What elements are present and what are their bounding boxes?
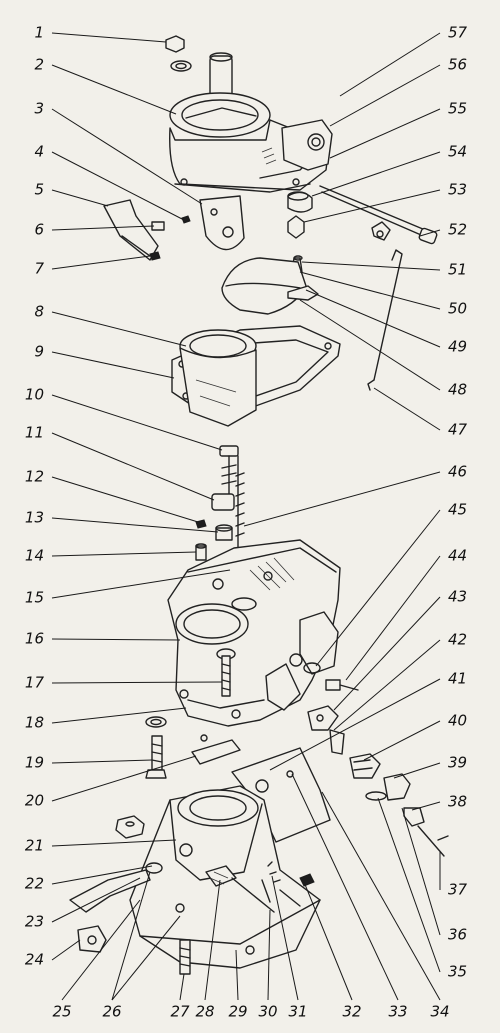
- callout-43: 43: [448, 588, 467, 606]
- callout-27: 27: [170, 1003, 190, 1021]
- callout-6: 6: [34, 221, 44, 239]
- bracket-5-6-7: [103, 199, 165, 261]
- callout-17: 17: [25, 674, 45, 692]
- callout-11: 11: [25, 424, 44, 442]
- callout-25: 25: [52, 1003, 71, 1021]
- callout-33: 33: [388, 1003, 407, 1021]
- screw-1: [165, 35, 192, 72]
- choke-plate-3: [199, 195, 245, 251]
- callout-8: 8: [34, 303, 44, 321]
- callout-45: 45: [448, 501, 467, 519]
- float-48-49: [221, 257, 319, 315]
- callout-46: 46: [448, 463, 467, 481]
- callout-37: 37: [448, 881, 468, 899]
- callout-4: 4: [34, 143, 44, 161]
- callout-18: 18: [25, 714, 44, 732]
- callout-31: 31: [288, 1003, 307, 1021]
- venturi-8: [179, 329, 257, 427]
- callout-2: 2: [34, 56, 44, 74]
- callout-34: 34: [430, 1003, 449, 1021]
- callout-26: 26: [102, 1003, 121, 1021]
- callout-49: 49: [448, 338, 467, 356]
- callout-41: 41: [448, 670, 467, 688]
- callout-44: 44: [448, 547, 467, 565]
- callout-54: 54: [448, 143, 467, 161]
- callout-47: 47: [448, 421, 468, 439]
- callout-22: 22: [25, 875, 44, 893]
- pump-rod-10-46: [211, 445, 245, 561]
- callout-40: 40: [448, 712, 467, 730]
- carburetor-body: [167, 539, 341, 727]
- callout-30: 30: [258, 1003, 277, 1021]
- small-parts-12-13-14: [195, 519, 233, 561]
- callout-42: 42: [448, 631, 467, 649]
- callout-55: 55: [448, 100, 467, 118]
- callout-21: 21: [25, 837, 44, 855]
- callout-14: 14: [25, 547, 44, 565]
- callout-28: 28: [195, 1003, 214, 1021]
- callout-19: 19: [25, 754, 44, 772]
- callout-36: 36: [448, 926, 467, 944]
- callout-48: 48: [448, 381, 467, 399]
- callout-29: 29: [228, 1003, 247, 1021]
- leader-lines: [51, 32, 441, 1001]
- callout-52: 52: [448, 221, 467, 239]
- callout-56: 56: [448, 56, 467, 74]
- callout-15: 15: [25, 589, 44, 607]
- callout-10: 10: [25, 386, 44, 404]
- throttle-lever-23-24: [69, 869, 151, 953]
- rod-47: [367, 249, 403, 391]
- callout-20: 20: [25, 792, 44, 810]
- callout-24: 24: [25, 951, 44, 969]
- callout-13: 13: [25, 509, 44, 527]
- plate-20: [191, 734, 241, 765]
- callout-35: 35: [448, 963, 467, 981]
- screw-17: [216, 648, 236, 697]
- callout-57: 57: [448, 24, 468, 42]
- callout-39: 39: [448, 754, 467, 772]
- washer-nut-19-20: [145, 716, 167, 779]
- callout-9: 9: [34, 343, 44, 361]
- screw-4: [181, 215, 191, 224]
- callout-7: 7: [34, 260, 44, 278]
- callout-3: 3: [34, 100, 44, 118]
- callout-labels: 1234567891011121314151617181920212223245…: [25, 24, 468, 1021]
- callout-53: 53: [448, 181, 467, 199]
- callout-32: 32: [342, 1003, 361, 1021]
- callout-16: 16: [25, 630, 44, 648]
- washer-nut-21-22: [115, 815, 163, 874]
- throttle-body: [129, 785, 321, 969]
- air-horn-cover: [169, 52, 333, 193]
- screw-44-45: [303, 662, 359, 691]
- callout-23: 23: [25, 913, 44, 931]
- callout-38: 38: [448, 793, 467, 811]
- screws-27-30-31-32: [179, 861, 315, 975]
- callout-1: 1: [34, 24, 44, 42]
- callout-51: 51: [448, 261, 467, 279]
- callout-5: 5: [34, 181, 44, 199]
- lever-shaft-52-53: [287, 185, 438, 245]
- callout-12: 12: [25, 468, 44, 486]
- callout-50: 50: [448, 300, 467, 318]
- adjuster-35-40: [349, 753, 449, 857]
